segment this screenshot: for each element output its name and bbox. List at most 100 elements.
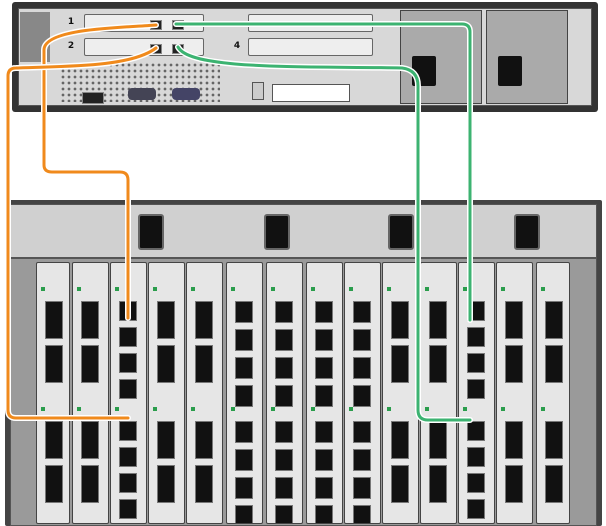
enclosure-power-socket-3[interactable] bbox=[388, 214, 414, 250]
io-module-3[interactable] bbox=[110, 262, 147, 524]
port[interactable] bbox=[467, 327, 485, 347]
port[interactable] bbox=[275, 477, 293, 499]
port[interactable] bbox=[45, 345, 63, 383]
port[interactable] bbox=[545, 465, 563, 503]
io-module-5[interactable] bbox=[186, 262, 223, 524]
io-module-8[interactable] bbox=[306, 262, 343, 524]
port[interactable] bbox=[119, 473, 137, 493]
port[interactable] bbox=[81, 345, 99, 383]
port[interactable] bbox=[235, 301, 253, 323]
port[interactable] bbox=[467, 379, 485, 399]
port[interactable] bbox=[119, 379, 137, 399]
port[interactable] bbox=[467, 421, 485, 441]
port[interactable] bbox=[353, 329, 371, 351]
port[interactable] bbox=[429, 301, 447, 339]
io-module-9[interactable] bbox=[344, 262, 381, 524]
port[interactable] bbox=[505, 345, 523, 383]
port[interactable] bbox=[391, 465, 409, 503]
port[interactable] bbox=[275, 385, 293, 407]
port[interactable] bbox=[275, 301, 293, 323]
port[interactable] bbox=[391, 345, 409, 383]
io-module-14[interactable] bbox=[536, 262, 570, 524]
port[interactable] bbox=[353, 477, 371, 499]
port[interactable] bbox=[391, 421, 409, 459]
port[interactable] bbox=[119, 499, 137, 519]
port[interactable] bbox=[235, 421, 253, 443]
port[interactable] bbox=[391, 301, 409, 339]
port[interactable] bbox=[235, 385, 253, 407]
port[interactable] bbox=[119, 353, 137, 373]
port[interactable] bbox=[45, 301, 63, 339]
port[interactable] bbox=[81, 301, 99, 339]
port[interactable] bbox=[157, 301, 175, 339]
port[interactable] bbox=[119, 327, 137, 347]
mgmt-port[interactable] bbox=[82, 92, 104, 104]
port[interactable] bbox=[315, 449, 333, 471]
power-inlet-2[interactable] bbox=[498, 56, 522, 86]
port[interactable] bbox=[235, 357, 253, 379]
port[interactable] bbox=[545, 421, 563, 459]
port[interactable] bbox=[275, 449, 293, 471]
serial-port[interactable] bbox=[128, 88, 156, 100]
port[interactable] bbox=[315, 505, 333, 523]
port[interactable] bbox=[505, 465, 523, 503]
port[interactable] bbox=[505, 421, 523, 459]
port[interactable] bbox=[467, 473, 485, 493]
enclosure-power-socket-1[interactable] bbox=[138, 214, 164, 250]
port[interactable] bbox=[275, 329, 293, 351]
port[interactable] bbox=[545, 345, 563, 383]
io-module-13[interactable] bbox=[496, 262, 533, 524]
port[interactable] bbox=[505, 301, 523, 339]
port[interactable] bbox=[119, 421, 137, 441]
port[interactable] bbox=[467, 499, 485, 519]
pcie-slot-4[interactable] bbox=[248, 38, 373, 56]
port[interactable] bbox=[315, 385, 333, 407]
port[interactable] bbox=[195, 345, 213, 383]
port[interactable] bbox=[235, 329, 253, 351]
port[interactable] bbox=[353, 505, 371, 523]
port[interactable] bbox=[235, 477, 253, 499]
port[interactable] bbox=[275, 421, 293, 443]
port[interactable] bbox=[315, 301, 333, 323]
port[interactable] bbox=[429, 345, 447, 383]
port[interactable] bbox=[157, 421, 175, 459]
io-module-6[interactable] bbox=[226, 262, 263, 524]
enclosure-power-socket-4[interactable] bbox=[514, 214, 540, 250]
port[interactable] bbox=[195, 465, 213, 503]
io-module-2[interactable] bbox=[72, 262, 109, 524]
port[interactable] bbox=[157, 345, 175, 383]
port[interactable] bbox=[81, 465, 99, 503]
port[interactable] bbox=[315, 357, 333, 379]
enclosure-power-socket-2[interactable] bbox=[264, 214, 290, 250]
port[interactable] bbox=[315, 329, 333, 351]
port[interactable] bbox=[195, 421, 213, 459]
port[interactable] bbox=[353, 385, 371, 407]
port[interactable] bbox=[467, 447, 485, 467]
port[interactable] bbox=[353, 301, 371, 323]
port[interactable] bbox=[45, 421, 63, 459]
vga-port[interactable] bbox=[172, 88, 200, 100]
port[interactable] bbox=[45, 465, 63, 503]
usb-ports[interactable] bbox=[252, 82, 264, 100]
port[interactable] bbox=[275, 357, 293, 379]
port[interactable] bbox=[275, 505, 293, 523]
io-module-1[interactable] bbox=[36, 262, 70, 524]
port[interactable] bbox=[315, 421, 333, 443]
io-module-12[interactable] bbox=[458, 262, 495, 524]
port[interactable] bbox=[315, 477, 333, 499]
port[interactable] bbox=[353, 449, 371, 471]
port[interactable] bbox=[353, 357, 371, 379]
port[interactable] bbox=[157, 465, 175, 503]
port[interactable] bbox=[235, 449, 253, 471]
io-module-4[interactable] bbox=[148, 262, 185, 524]
io-module-11[interactable] bbox=[420, 262, 457, 524]
port[interactable] bbox=[467, 353, 485, 373]
port[interactable] bbox=[195, 301, 213, 339]
port[interactable] bbox=[81, 421, 99, 459]
ethernet-ports[interactable] bbox=[272, 84, 350, 102]
port[interactable] bbox=[353, 421, 371, 443]
io-module-7[interactable] bbox=[266, 262, 303, 524]
port[interactable] bbox=[235, 505, 253, 523]
port[interactable] bbox=[545, 301, 563, 339]
port[interactable] bbox=[429, 465, 447, 503]
